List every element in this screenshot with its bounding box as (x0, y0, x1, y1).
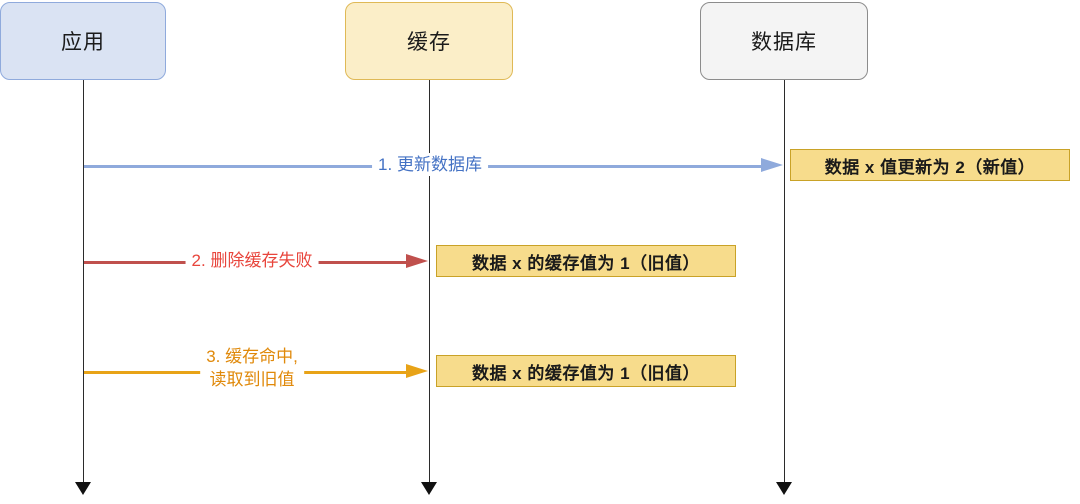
message-2-label: 2. 删除缓存失败 (185, 249, 319, 272)
message-1-arrowhead-icon (761, 158, 783, 172)
note-cache-old-value-2[interactable]: 数据 x 的缓存值为 1（旧值） (436, 355, 736, 387)
note-cache-old-value-2-text: 数据 x 的缓存值为 1（旧值） (471, 363, 701, 383)
participant-database[interactable]: 数据库 (700, 2, 868, 80)
message-1-label: 1. 更新数据库 (372, 153, 488, 176)
participant-cache[interactable]: 缓存 (345, 2, 513, 80)
participant-database-label: 数据库 (751, 31, 817, 54)
note-database-new-value-text: 数据 x 值更新为 2（新值） (824, 157, 1036, 177)
participant-app[interactable]: 应用 (0, 2, 166, 80)
note-database-new-value[interactable]: 数据 x 值更新为 2（新值） (790, 149, 1070, 181)
note-cache-old-value-1[interactable]: 数据 x 的缓存值为 1（旧值） (436, 245, 736, 277)
participant-cache-label: 缓存 (407, 31, 451, 54)
lifeline-database-arrow-icon (776, 482, 792, 495)
lifeline-app (83, 80, 84, 484)
message-3-label: 3. 缓存命中, 读取到旧值 (200, 345, 304, 391)
lifeline-app-arrow-icon (75, 482, 91, 495)
note-cache-old-value-1-text: 数据 x 的缓存值为 1（旧值） (471, 253, 701, 273)
message-3-arrowhead-icon (406, 364, 428, 378)
lifeline-database (784, 80, 785, 484)
lifeline-cache (429, 80, 430, 484)
message-3-label-line-2: 读取到旧值 (209, 370, 295, 389)
message-3-label-line-1: 3. 缓存命中, (206, 347, 298, 366)
message-2-arrowhead-icon (406, 254, 428, 268)
lifeline-cache-arrow-icon (421, 482, 437, 495)
participant-app-label: 应用 (61, 31, 105, 54)
